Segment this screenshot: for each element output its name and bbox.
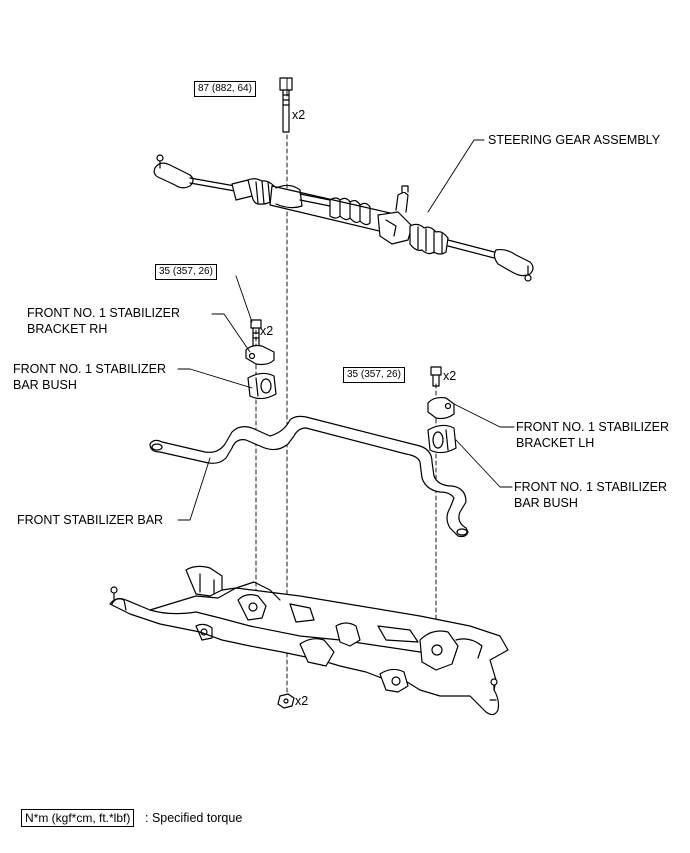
legend-torque-unit: N*m (kgf*cm, ft.*lbf)	[21, 809, 135, 827]
steering-gear-assembly-icon	[153, 154, 534, 282]
label-bracket-rh-line1: FRONT NO. 1 STABILIZER	[27, 306, 181, 320]
label-steering-gear-assembly: STEERING GEAR ASSEMBLY	[488, 133, 661, 147]
label-bracket-lh-line2: BRACKET LH	[516, 436, 595, 450]
stabilizer-bar-bush-rh-icon	[247, 372, 277, 400]
quantity-gear-nut: x2	[295, 694, 309, 708]
stabilizer-bracket-rh-icon	[245, 344, 275, 366]
torque-value-bracket-rh-bolt: 35 (357, 26)	[155, 264, 217, 280]
torque-value-gear-bolt: 87 (882, 64)	[194, 81, 256, 97]
quantity-bracket-rh-bolt: x2	[260, 324, 274, 338]
gear-bolt-icon	[279, 77, 293, 133]
gear-nut-icon	[277, 693, 295, 709]
label-bush-rh-line1: FRONT NO. 1 STABILIZER	[13, 362, 167, 376]
label-bracket-rh-line2: BRACKET RH	[27, 322, 108, 336]
label-bracket-lh-line1: FRONT NO. 1 STABILIZER	[516, 420, 670, 434]
label-front-stabilizer-bar: FRONT STABILIZER BAR	[17, 513, 164, 527]
leader-lines	[177, 77, 515, 521]
bracket-lh-bolt-icon	[430, 366, 442, 387]
label-bush-lh-line1: FRONT NO. 1 STABILIZER	[514, 480, 668, 494]
torque-value-bracket-lh-bolt: 35 (357, 26)	[343, 367, 405, 383]
label-bush-rh-line2: BAR BUSH	[13, 378, 77, 392]
stabilizer-bracket-lh-icon	[427, 396, 455, 420]
label-bush-lh-line2: BAR BUSH	[514, 496, 578, 510]
legend-description: : Specified torque	[145, 811, 243, 825]
front-stabilizer-bar-icon	[149, 415, 469, 538]
quantity-gear-bolt: x2	[292, 108, 306, 122]
quantity-bracket-lh-bolt: x2	[443, 369, 457, 383]
front-suspension-crossmember-icon	[109, 565, 509, 716]
stabilizer-bar-bush-lh-icon	[427, 424, 457, 454]
